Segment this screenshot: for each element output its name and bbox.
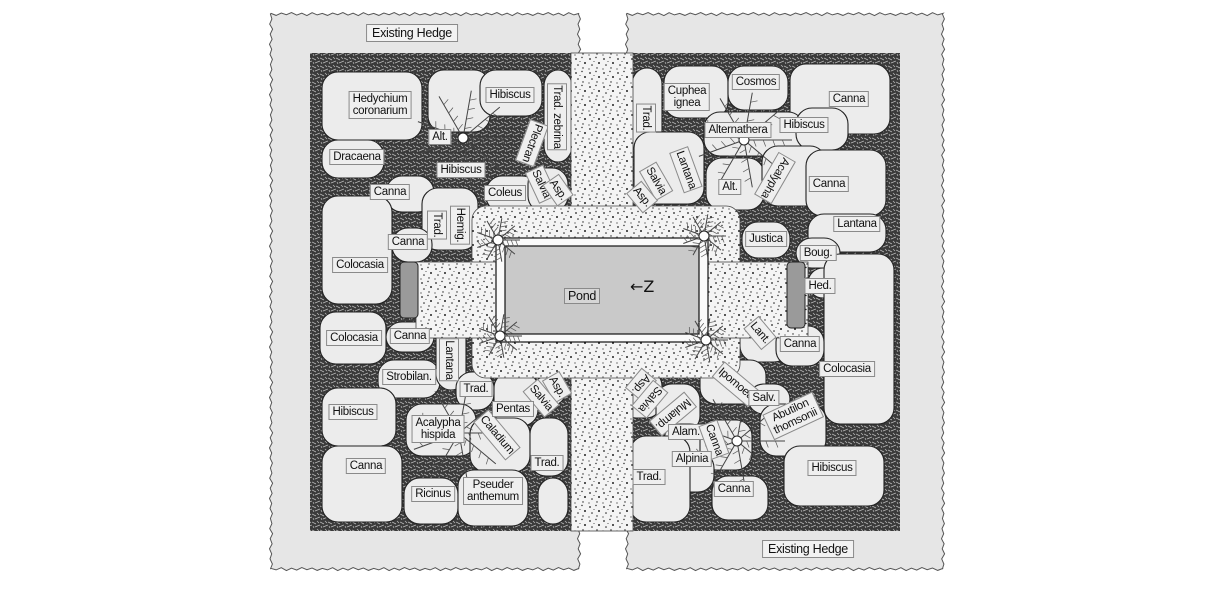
plant-label: Hed. <box>804 278 835 294</box>
plant-label: Dracaena <box>329 149 384 165</box>
plant-label: Colocasia <box>819 361 875 377</box>
bench-west <box>400 262 418 318</box>
plant-label: Colocasia <box>326 330 382 346</box>
plant-label: Pentas <box>492 401 534 417</box>
plant-label: Canna <box>346 458 386 474</box>
plant-label: Pseuder anthemum <box>463 477 523 505</box>
bench-east <box>787 262 805 328</box>
plant-label: Canna <box>780 336 820 352</box>
hedge-label-top: Existing Hedge <box>366 24 458 42</box>
plant-label: Justica <box>745 231 787 247</box>
plant-bed <box>784 446 884 506</box>
plant-bed <box>322 196 392 304</box>
plant-label: Trad. <box>427 211 447 240</box>
plant-label: Canna <box>809 176 849 192</box>
plant-label: Canna <box>714 481 754 497</box>
plant-label: Lantana <box>833 216 880 232</box>
plant-label: Alt. <box>428 129 451 145</box>
plant-label: Cosmos <box>732 74 780 90</box>
plant-label: Hedychium coronarium <box>349 91 412 119</box>
plant-label: Lantana <box>439 338 459 381</box>
plant-label: Canna <box>388 234 428 250</box>
plant-label: Alt. <box>718 179 741 195</box>
plant-label: Hibiscus <box>807 460 856 476</box>
pond-label: Pond <box>564 288 600 304</box>
plant-label: Trad. <box>633 469 666 485</box>
hedge-label-bottom: Existing Hedge <box>762 540 854 558</box>
plant-label: Acalypha hispida <box>412 415 465 443</box>
plant-label: Trad. <box>531 455 564 471</box>
plant-label: Boug. <box>800 245 837 261</box>
plant-label: Canna <box>829 91 869 107</box>
plant-label: Hibiscus <box>779 117 828 133</box>
plant-label: Ricinus <box>411 486 455 502</box>
plant-label: Trad. <box>460 381 493 397</box>
plant-label: Hibiscus <box>328 404 377 420</box>
plant-label: Colocasia <box>332 257 388 273</box>
plant-label: Canna <box>390 328 430 344</box>
plant-label: Alpinia <box>672 451 712 467</box>
north-arrow-icon: ←Z <box>630 278 672 296</box>
plant-bed <box>538 478 568 524</box>
plant-label: Trad. zebrina <box>547 83 567 150</box>
plant-label: Trad. <box>636 104 656 133</box>
plant-label: Strobilan. <box>382 369 436 385</box>
plant-label: Hemig. <box>450 206 470 245</box>
plant-label: Alternathera <box>704 122 771 138</box>
plant-label: Canna <box>370 184 410 200</box>
plant-label: Hibiscus <box>485 87 534 103</box>
plant-label: Cuphea ignea <box>664 83 710 111</box>
plant-label: Coleus <box>484 185 526 201</box>
plant-label: Hibiscus <box>436 162 485 178</box>
plant-label: Salv. <box>748 390 779 406</box>
